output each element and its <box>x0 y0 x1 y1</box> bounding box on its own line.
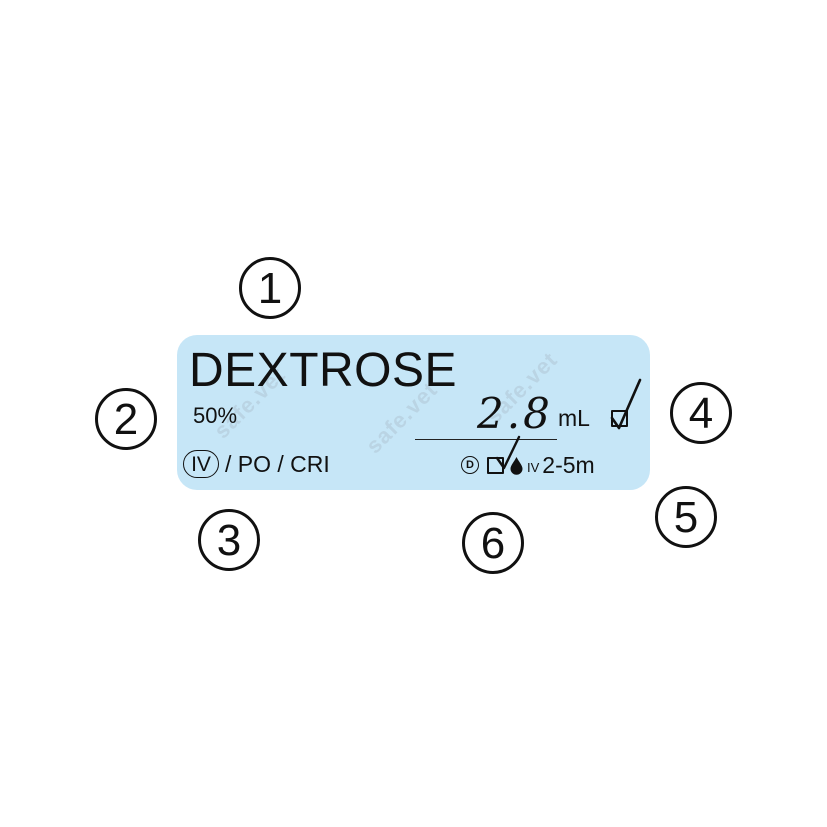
concentration: 50% <box>193 403 238 428</box>
callout-1: 1 <box>239 257 301 319</box>
dilute-icon: D <box>461 456 479 474</box>
callout-2: 2 <box>95 388 157 450</box>
dose-unit: mL <box>558 405 590 431</box>
drug-name: DEXTROSE <box>189 344 458 397</box>
callout-4: 4 <box>670 382 732 444</box>
drop-icon <box>510 456 523 475</box>
administration-rate: 2-5m <box>542 451 595 478</box>
syringe-label: safe.vet safe.vet safe.vet DEXTROSE 50% … <box>177 335 650 490</box>
callout-3: 3 <box>198 509 260 571</box>
callout-6: 6 <box>462 512 524 574</box>
dose-line <box>415 439 557 440</box>
dilute-check-icon <box>495 435 521 470</box>
route-other-options: / PO / CRI <box>225 450 330 477</box>
route-iv-selected: IV <box>183 450 219 478</box>
route-options: IV / PO / CRI <box>183 450 330 478</box>
unit-check-icon <box>610 378 642 430</box>
route-small-label: IV <box>527 459 540 475</box>
dose-value: 2.8 <box>477 389 553 438</box>
callout-5: 5 <box>655 486 717 548</box>
